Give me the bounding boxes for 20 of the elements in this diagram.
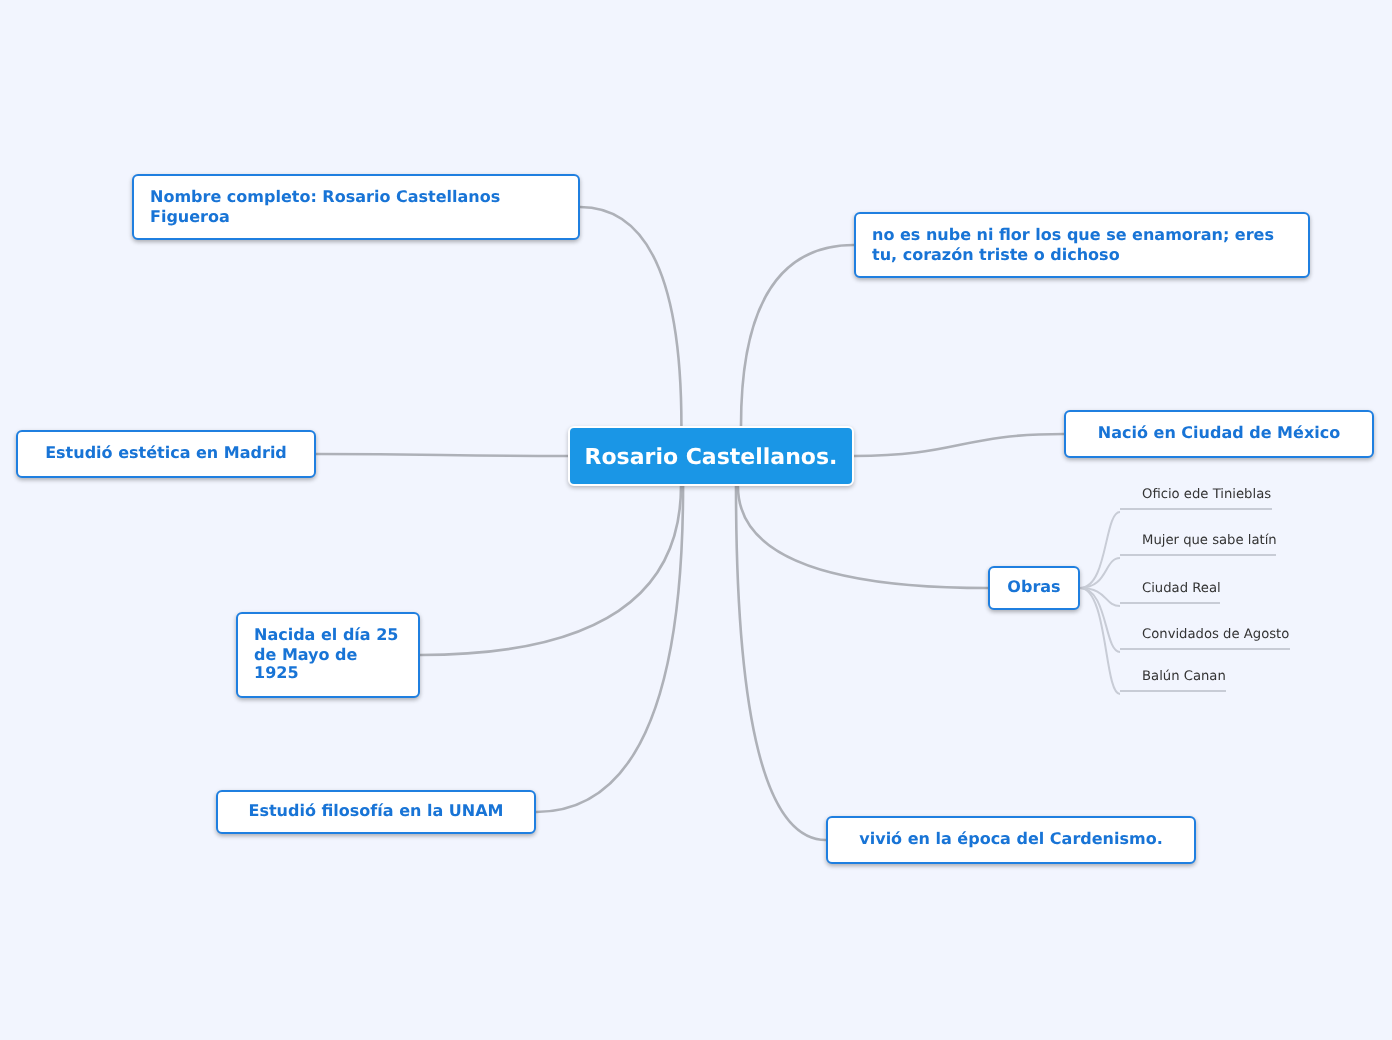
connector-line bbox=[1079, 511, 1121, 589]
central-topic: Rosario Castellanos. bbox=[568, 426, 854, 486]
connector-line bbox=[739, 243, 855, 427]
topic-box: Nació en Ciudad de México bbox=[1064, 410, 1374, 458]
topic-box: Nombre completo: Rosario Castellanos Figueroa bbox=[132, 174, 580, 240]
connector-line bbox=[579, 205, 683, 427]
topic-box: Estudió estética en Madrid bbox=[16, 430, 316, 478]
connector-line bbox=[535, 485, 685, 814]
topic-box: no es nube ni flor los que se enamoran; eres tu, corazón triste o dichoso bbox=[854, 212, 1310, 278]
connector-line bbox=[1079, 557, 1121, 589]
connector-line bbox=[734, 486, 827, 842]
topic-box: Nacida el día 25 de Mayo de 1925 bbox=[236, 612, 420, 698]
connector-line bbox=[853, 432, 1065, 458]
topic-box: Estudió filosofía en la UNAM bbox=[216, 790, 536, 834]
topic-box: Obras bbox=[988, 566, 1080, 610]
connector-line bbox=[736, 485, 989, 590]
connector-line bbox=[316, 452, 568, 458]
connector-line bbox=[419, 485, 683, 657]
topic-box: vivió en la época del Cardenismo. bbox=[826, 816, 1196, 864]
connector-line bbox=[1079, 587, 1121, 695]
